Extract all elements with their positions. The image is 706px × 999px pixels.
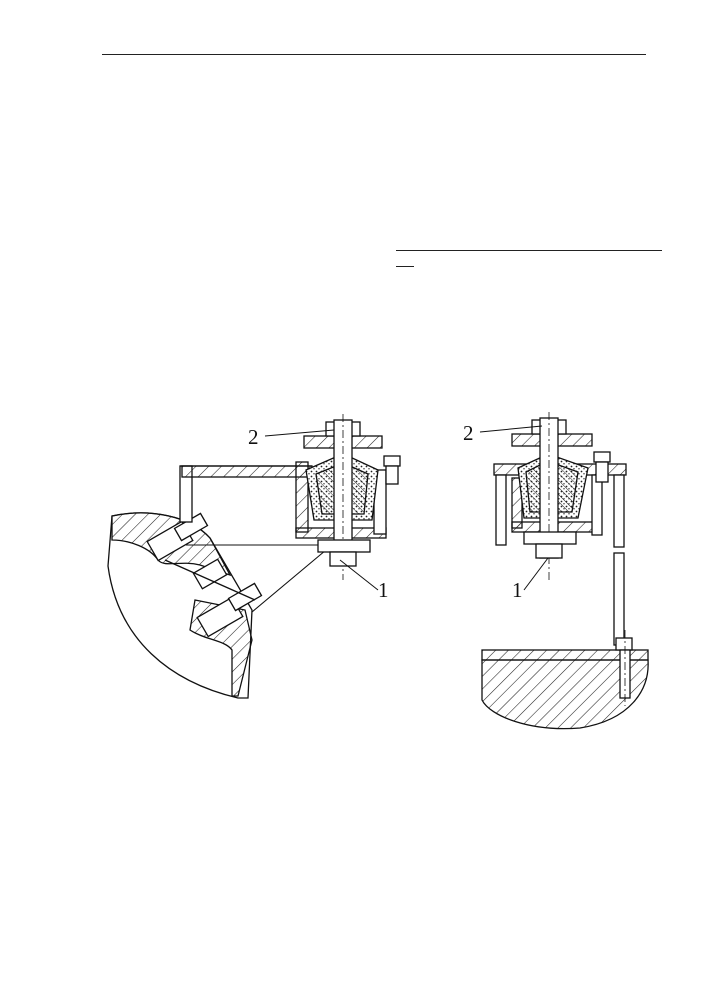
caption-rule-short	[396, 266, 414, 267]
callout-right-1: 1	[512, 578, 523, 602]
callout-right-2: 2	[463, 421, 474, 445]
right-assembly	[479, 412, 649, 730]
caption-rule	[396, 250, 662, 251]
header-rule	[102, 54, 646, 55]
left-assembly	[107, 414, 401, 699]
callout-left-1: 1	[378, 578, 389, 602]
callout-left-2: 2	[248, 425, 259, 449]
